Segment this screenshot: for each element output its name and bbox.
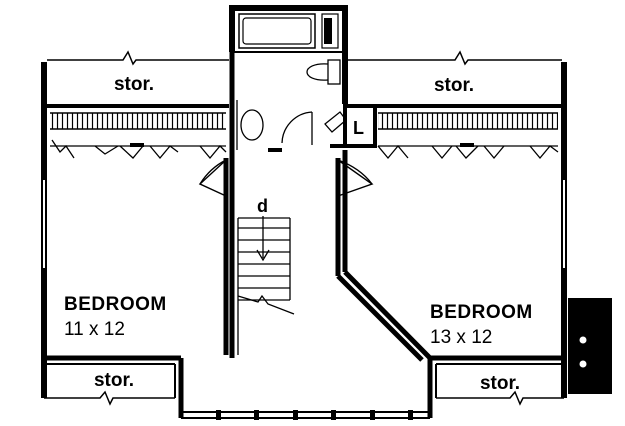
toilet: [306, 59, 341, 85]
windows-side-lines: [41, 180, 567, 268]
storage-label: stor.: [114, 74, 154, 95]
storage-lower-right: [435, 363, 564, 406]
bedroom-doors: [198, 159, 374, 197]
stairs: [237, 216, 295, 355]
closet-rod-right: [378, 112, 558, 130]
balcony: [181, 410, 430, 420]
linen-closet-label: L: [353, 118, 364, 138]
storage-upper-left: [47, 50, 229, 108]
storage-label: stor.: [480, 373, 520, 394]
storage-lower-left: [44, 363, 176, 406]
storage-label: stor.: [434, 75, 474, 96]
room-name: BEDROOM: [430, 302, 533, 323]
storage-label: stor.: [94, 370, 134, 391]
sink: [236, 100, 264, 150]
chimney: [568, 298, 612, 394]
room-size: 11 x 12: [64, 319, 125, 340]
bathroom: [229, 13, 377, 155]
closet-rod-left: [50, 112, 226, 130]
bathtub: [238, 13, 316, 49]
bathroom-door: [281, 111, 313, 145]
windows-side: [43, 180, 565, 268]
hall-walls: [44, 150, 564, 418]
stair-direction-label: d: [257, 196, 268, 216]
room-size: 13 x 12: [430, 327, 492, 348]
closet-doors-left: [50, 139, 227, 160]
linen-closet: [324, 104, 377, 148]
closet-doors-right: [377, 143, 559, 160]
room-name: BEDROOM: [64, 294, 167, 315]
storage-upper-right: [347, 50, 562, 108]
